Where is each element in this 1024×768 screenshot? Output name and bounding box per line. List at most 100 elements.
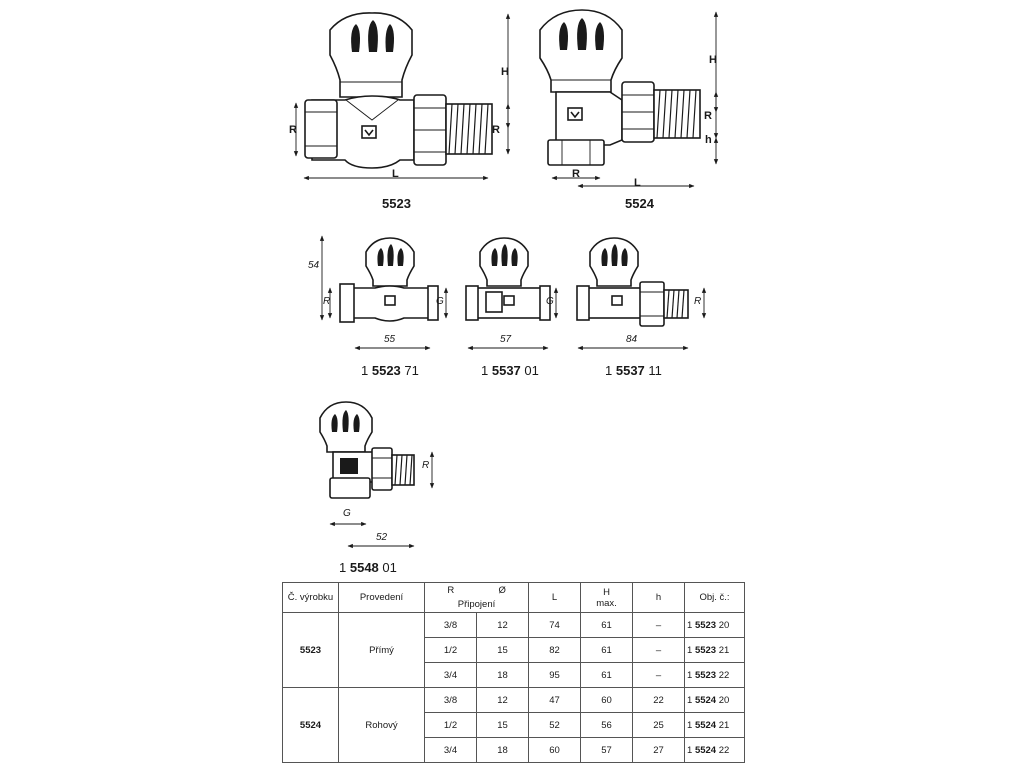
cell-type: Rohový <box>338 687 425 763</box>
cell-l: 60 <box>528 737 581 763</box>
cell-h: 22 <box>632 687 685 713</box>
valve-5523-drawing <box>293 12 511 181</box>
caption-5524: 5524 <box>625 196 654 211</box>
header-product: Č. výrobku <box>282 582 339 613</box>
header-order: Obj. č.: <box>684 582 745 613</box>
order-prefix: 1 <box>687 694 693 706</box>
cell-hmax: 61 <box>580 612 633 638</box>
header-h: h <box>632 582 685 613</box>
cell-r: 3/8 <box>424 687 477 713</box>
caption-5523: 5523 <box>382 196 411 211</box>
dim-5524-r: R <box>572 168 580 180</box>
header-hmax-bottom: max. <box>596 597 617 609</box>
cell-l: 47 <box>528 687 581 713</box>
caption-prefix: 1 <box>481 363 489 378</box>
caption-1552371: 1 5523 71 <box>361 363 419 378</box>
caption-suffix: 01 <box>524 363 539 378</box>
caption-code: 5537 <box>491 363 521 378</box>
caption-code: 5548 <box>349 560 379 575</box>
order-suffix: 22 <box>718 744 730 756</box>
dim-1553701-length: 57 <box>500 334 512 345</box>
order-code: 5524 <box>694 719 717 731</box>
caption-prefix: 1 <box>605 363 613 378</box>
order-suffix: 20 <box>718 694 730 706</box>
cell-h: – <box>632 662 685 688</box>
header-connection-label: Připojení <box>457 599 496 610</box>
cell-l: 95 <box>528 662 581 688</box>
order-prefix: 1 <box>687 744 693 756</box>
caption-suffix: 71 <box>404 363 419 378</box>
header-r: R <box>447 585 455 596</box>
cell-r: 1/2 <box>424 637 477 663</box>
cell-hmax: 61 <box>580 637 633 663</box>
caption-1553701: 1 5537 01 <box>481 363 539 378</box>
caption-prefix: 1 <box>339 560 347 575</box>
caption-code: 5537 <box>615 363 645 378</box>
dim-1553701-g: G <box>546 296 554 307</box>
cell-dia: 18 <box>476 662 529 688</box>
cell-order-number: 1 5523 21 <box>684 637 745 663</box>
order-suffix: 21 <box>718 644 730 656</box>
dim-5524-h: H <box>709 54 717 66</box>
dim-1552371-r: R <box>323 296 331 307</box>
spec-table: Č. výrobku Provedení R Ø Připojení L H m… <box>282 582 745 763</box>
caption-suffix: 11 <box>648 363 662 378</box>
order-prefix: 1 <box>687 719 693 731</box>
order-suffix: 21 <box>718 719 730 731</box>
dim-5523-r-right: R <box>492 124 500 136</box>
caption-1553711: 1 5537 11 <box>605 363 662 378</box>
cell-dia: 12 <box>476 687 529 713</box>
cell-hmax: 61 <box>580 662 633 688</box>
caption-suffix: 01 <box>382 560 397 575</box>
dim-1552371-g: G <box>436 296 444 307</box>
cell-r: 3/4 <box>424 737 477 763</box>
caption-prefix: 1 <box>361 363 369 378</box>
cell-hmax: 57 <box>580 737 633 763</box>
cell-dia: 15 <box>476 712 529 738</box>
cell-hmax: 60 <box>580 687 633 713</box>
dim-1553711-r: R <box>694 296 702 307</box>
dim-1553711-length: 84 <box>626 334 638 345</box>
order-prefix: 1 <box>687 669 693 681</box>
dim-1554801-g: G <box>343 508 351 519</box>
header-type: Provedení <box>338 582 425 613</box>
cell-dia: 12 <box>476 612 529 638</box>
dim-5524-l: L <box>634 177 641 189</box>
order-prefix: 1 <box>687 644 693 656</box>
cell-order-number: 1 5523 22 <box>684 662 745 688</box>
cell-h: – <box>632 637 685 663</box>
cell-l: 82 <box>528 637 581 663</box>
caption-code: 5523 <box>371 363 401 378</box>
header-dia: Ø <box>498 585 506 596</box>
cell-h: 25 <box>632 712 685 738</box>
order-code: 5523 <box>694 644 717 656</box>
dim-1554801-r: R <box>422 460 430 471</box>
table-header-row: Č. výrobku Provedení R Ø Připojení L H m… <box>282 582 745 613</box>
valve-1553711-drawing <box>576 237 707 351</box>
header-hmax-top: H <box>603 586 610 598</box>
dim-1554801-length: 52 <box>376 532 388 543</box>
order-code: 5524 <box>694 694 717 706</box>
cell-h: – <box>632 612 685 638</box>
dim-5524-h-small: h <box>705 134 712 146</box>
order-prefix: 1 <box>687 619 693 631</box>
cell-r: 3/4 <box>424 662 477 688</box>
cell-r: 1/2 <box>424 712 477 738</box>
dim-1552371-height: 54 <box>308 260 320 271</box>
order-suffix: 22 <box>718 669 730 681</box>
dim-1552371-length: 55 <box>384 334 396 345</box>
cell-r: 3/8 <box>424 612 477 638</box>
order-code: 5523 <box>694 619 717 631</box>
cell-type: Přímý <box>338 612 425 688</box>
header-l: L <box>528 582 581 613</box>
valve-1553701-drawing <box>465 237 559 351</box>
cell-l: 74 <box>528 612 581 638</box>
